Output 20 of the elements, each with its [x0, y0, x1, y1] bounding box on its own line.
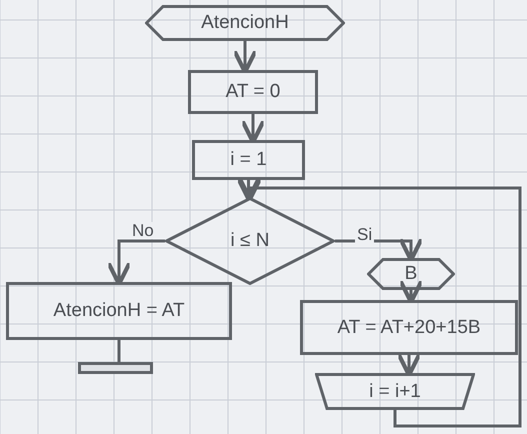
manual-operation-box: [315, 373, 475, 410]
edge-label: Si: [355, 226, 374, 243]
node-text: B: [404, 262, 418, 286]
edge-label: No: [130, 222, 156, 239]
node-text: i = 1: [230, 148, 267, 172]
process-box: [192, 140, 305, 180]
node-text: AtencionH = AT: [53, 299, 185, 323]
node-text: AtencionH: [201, 11, 289, 35]
process-box: [188, 70, 318, 114]
decision-diamond: [165, 197, 335, 285]
node-text: i = i+1: [369, 380, 421, 404]
node-text: AT = 0: [226, 80, 280, 104]
process-box: [300, 300, 518, 355]
node-text: AT = AT+20+15B: [337, 316, 481, 340]
end-bar: [78, 362, 153, 374]
connector-line: [118, 340, 120, 362]
output-box: [6, 282, 232, 340]
start-hexagon: [145, 5, 345, 41]
node-text: i ≤ N: [230, 229, 270, 253]
input-hexagon: [367, 258, 455, 290]
